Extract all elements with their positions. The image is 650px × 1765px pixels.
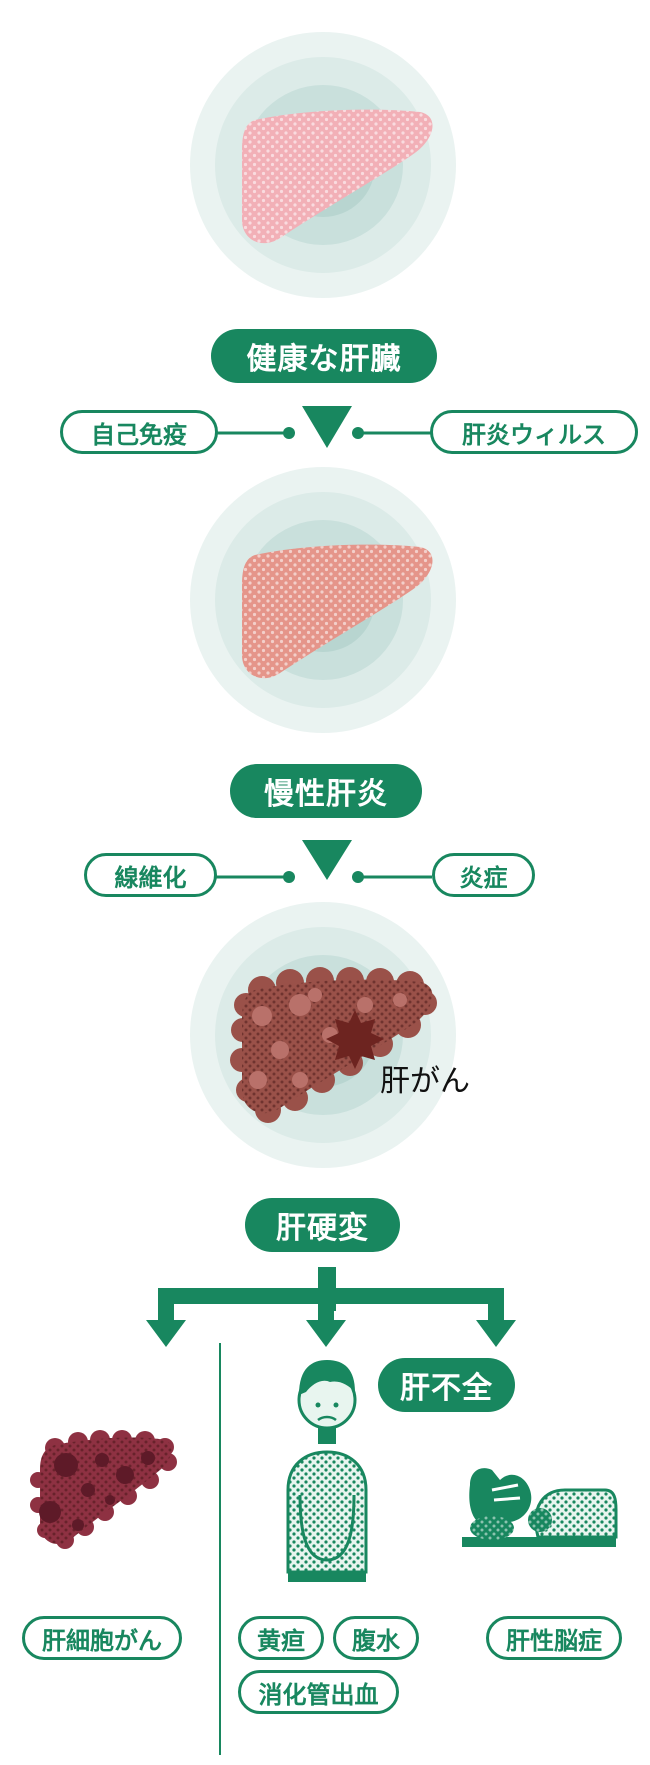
healthy-liver-illustration [190, 32, 456, 298]
outcome-hepatocellular-carcinoma: 肝細胞がん [22, 1616, 182, 1660]
outcome-gi-bleeding: 消化管出血 [238, 1670, 399, 1714]
encephalopathy-person-illustration [462, 1468, 618, 1547]
cause-autoimmune: 自己免疫 [60, 410, 218, 454]
carcinoma-liver-illustration [30, 1430, 177, 1549]
down-arrow-icon [302, 840, 352, 880]
liver-failure: 肝不全 [378, 1358, 515, 1412]
down-arrow-icon [476, 1320, 516, 1347]
liver-cancer-label: 肝がん [380, 1064, 470, 1099]
down-arrow-icon [302, 406, 352, 448]
down-arrow-icon [306, 1320, 346, 1347]
outcome-jaundice: 黄疸 [238, 1616, 324, 1660]
tumor-icon [326, 1010, 384, 1069]
connector-row-1 [216, 406, 432, 448]
cause-hepatitis-virus: 肝炎ウィルス [430, 410, 638, 454]
cirrhosis-liver-illustration [190, 902, 456, 1168]
outcome-hepatic-encephalopathy: 肝性脳症 [486, 1616, 622, 1660]
hepatitis-liver-illustration [190, 467, 456, 733]
down-arrow-icon [146, 1320, 186, 1347]
jaundice-ascites-person-illustration [286, 1360, 368, 1582]
branch-arrows [146, 1267, 516, 1347]
outcome-ascites: 腹水 [333, 1616, 419, 1660]
process-inflammation: 炎症 [432, 853, 535, 897]
connector-row-2 [216, 840, 432, 883]
stage-cirrhosis: 肝硬変 [245, 1198, 400, 1252]
process-fibrosis: 線維化 [84, 853, 217, 897]
stage-chronic-hepatitis: 慢性肝炎 [230, 764, 422, 818]
stage-healthy-liver: 健康な肝臓 [211, 329, 437, 383]
